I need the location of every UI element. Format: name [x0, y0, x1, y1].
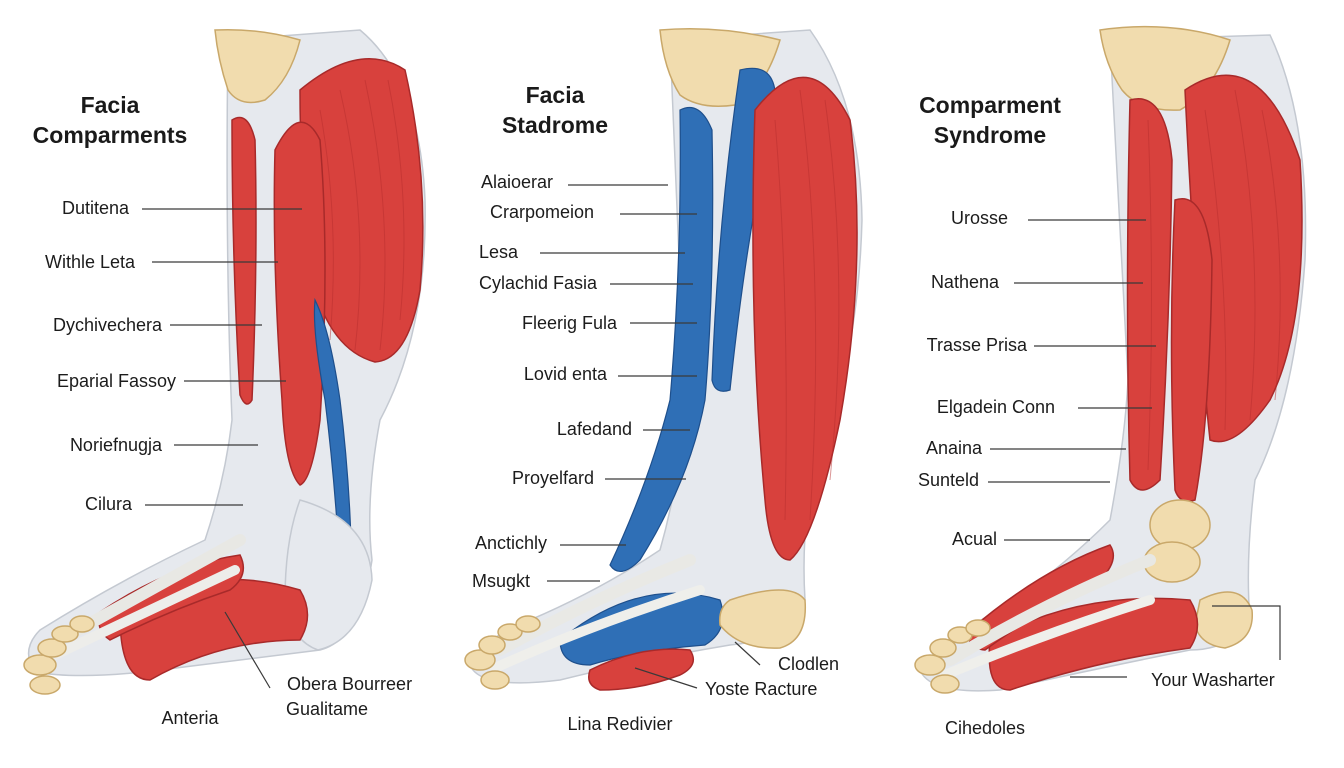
panel-1-title-line-1: Facia — [80, 92, 140, 118]
leader-obera — [224, 611, 271, 689]
leg-3-foot-muscle-1 — [988, 597, 1199, 691]
label-trasse-prisa: Trasse Prisa — [926, 335, 1027, 355]
label-cylachid-fasia: Cylachid Fasia — [478, 273, 597, 293]
leg-2-striations — [774, 89, 840, 521]
leg-3-metatarsal-1 — [944, 554, 1156, 666]
panel-2-title-line-1: Facia — [525, 82, 585, 108]
panel-2-title-line-2: Stadrome — [501, 112, 609, 138]
leg-2-toes — [464, 615, 541, 690]
label-acual: Acual — [951, 529, 997, 549]
leader-your-washarter — [1212, 605, 1281, 660]
label-withle-leta: Withle Leta — [44, 252, 135, 272]
leg-3-front-muscle — [1126, 98, 1173, 491]
label-anteria: Anteria — [161, 708, 219, 728]
label-lovid-enta: Lovid enta — [523, 364, 607, 384]
label-cilura: Cilura — [84, 494, 132, 514]
label-fleerig-fula: Fleerig Fula — [521, 313, 617, 333]
leg-1-knee-bone — [214, 28, 301, 104]
leader-clodlen — [734, 641, 761, 666]
label-anaina: Anaina — [925, 438, 982, 458]
leg-2-foot-blue — [559, 592, 724, 666]
leg-2-metatarsal-2 — [490, 585, 705, 673]
panel-3-title: Comparment Syndrome — [890, 90, 1090, 150]
label-dutitena: Dutitena — [61, 198, 129, 218]
label-eparial-fassoy: Eparial Fassoy — [56, 371, 176, 391]
leg-1 — [23, 28, 426, 695]
label-clodlen: Clodlen — [778, 654, 840, 674]
label-dychivechera: Dychivechera — [52, 315, 162, 335]
label-urosse: Urosse — [950, 208, 1008, 228]
label-obera-bourreer: Obera Bourreer — [287, 674, 413, 694]
leg-1-toes — [23, 615, 95, 695]
panel-1-title: Facia Comparments — [10, 90, 210, 150]
label-anctichly: Anctichly — [474, 533, 547, 553]
label-elgadein-conn: Elgadein Conn — [936, 397, 1055, 417]
label-nathena: Nathena — [930, 272, 999, 292]
label-yoste-racture: Yoste Racture — [705, 679, 818, 699]
label-crarpomeion: Crarpomeion — [489, 202, 594, 222]
leg-2-heel-bone — [718, 589, 807, 649]
leg-1-front-muscle — [273, 121, 326, 486]
leg-2 — [464, 28, 863, 691]
label-proyelfard: Proyelfard — [511, 468, 594, 488]
leg-3-heel-bone — [1194, 591, 1253, 649]
label-lina-redivier: Lina Redivier — [567, 714, 673, 734]
leader-yoste — [634, 667, 698, 689]
panel-2-title: Facia Stadrome — [455, 80, 655, 140]
panel-3-title-line-2: Syndrome — [933, 122, 1047, 148]
leg-3-metatarsal-2 — [940, 595, 1155, 680]
label-your-washarter: Your Washarter — [1151, 670, 1275, 690]
label-noriefnugja: Noriefnugja — [69, 435, 162, 455]
leg-3-toes — [914, 619, 991, 694]
label-lesa: Lesa — [478, 242, 518, 262]
leg-3-mid-muscle — [1170, 198, 1213, 502]
leg-3 — [914, 25, 1307, 694]
label-alaioerar: Alaioerar — [480, 172, 553, 192]
label-lafedand: Lafedand — [556, 419, 632, 439]
leg-2-blue-fascia — [609, 106, 714, 572]
leg-3-striations — [1147, 89, 1281, 471]
panel-1-title-line-2: Comparments — [32, 122, 188, 148]
leg-1-metatarsal-2 — [50, 565, 240, 660]
label-gualitame: Gualitame — [286, 699, 369, 719]
label-msugkt: Msugkt — [471, 571, 530, 591]
leg-2-metatarsal-1 — [494, 554, 696, 656]
leader-lines — [142, 184, 1281, 689]
leg-1-striations — [319, 79, 405, 351]
label-cihedoles: Cihedoles — [944, 718, 1026, 738]
panel-3-title-line-1: Comparment — [919, 92, 1061, 118]
leg-2-calf-muscle — [752, 76, 858, 561]
label-sunteld: Sunteld — [917, 470, 979, 490]
